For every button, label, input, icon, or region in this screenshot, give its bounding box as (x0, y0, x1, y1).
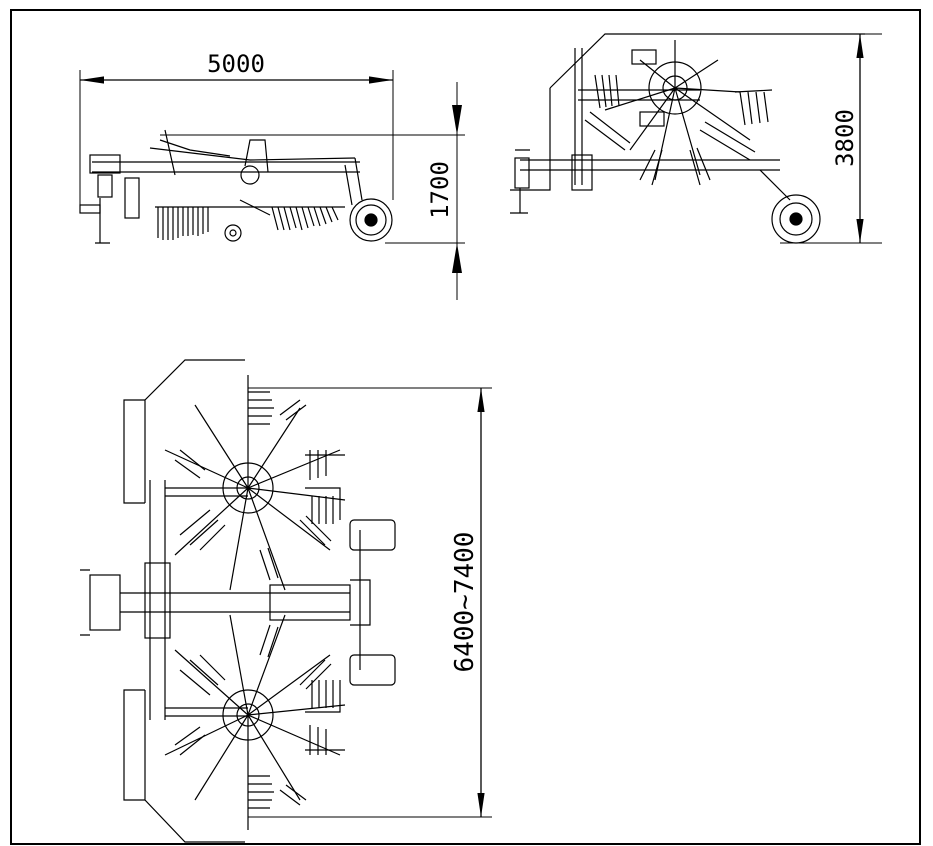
dimension-transport-height-label: 1700 (426, 161, 454, 219)
dimension-working-height-label: 3800 (831, 109, 859, 167)
dimension-transport-height: 1700 (160, 82, 465, 300)
sheet-border (10, 9, 921, 845)
dimension-working-width: 6400~7400 (248, 387, 492, 818)
dimension-working-width-label: 6400~7400 (450, 532, 480, 673)
side-view-working (510, 33, 865, 244)
dimension-length-label: 5000 (207, 50, 265, 78)
side-view-transport (79, 129, 393, 244)
dimension-working-height: 3800 (672, 33, 882, 244)
top-view (80, 359, 396, 843)
